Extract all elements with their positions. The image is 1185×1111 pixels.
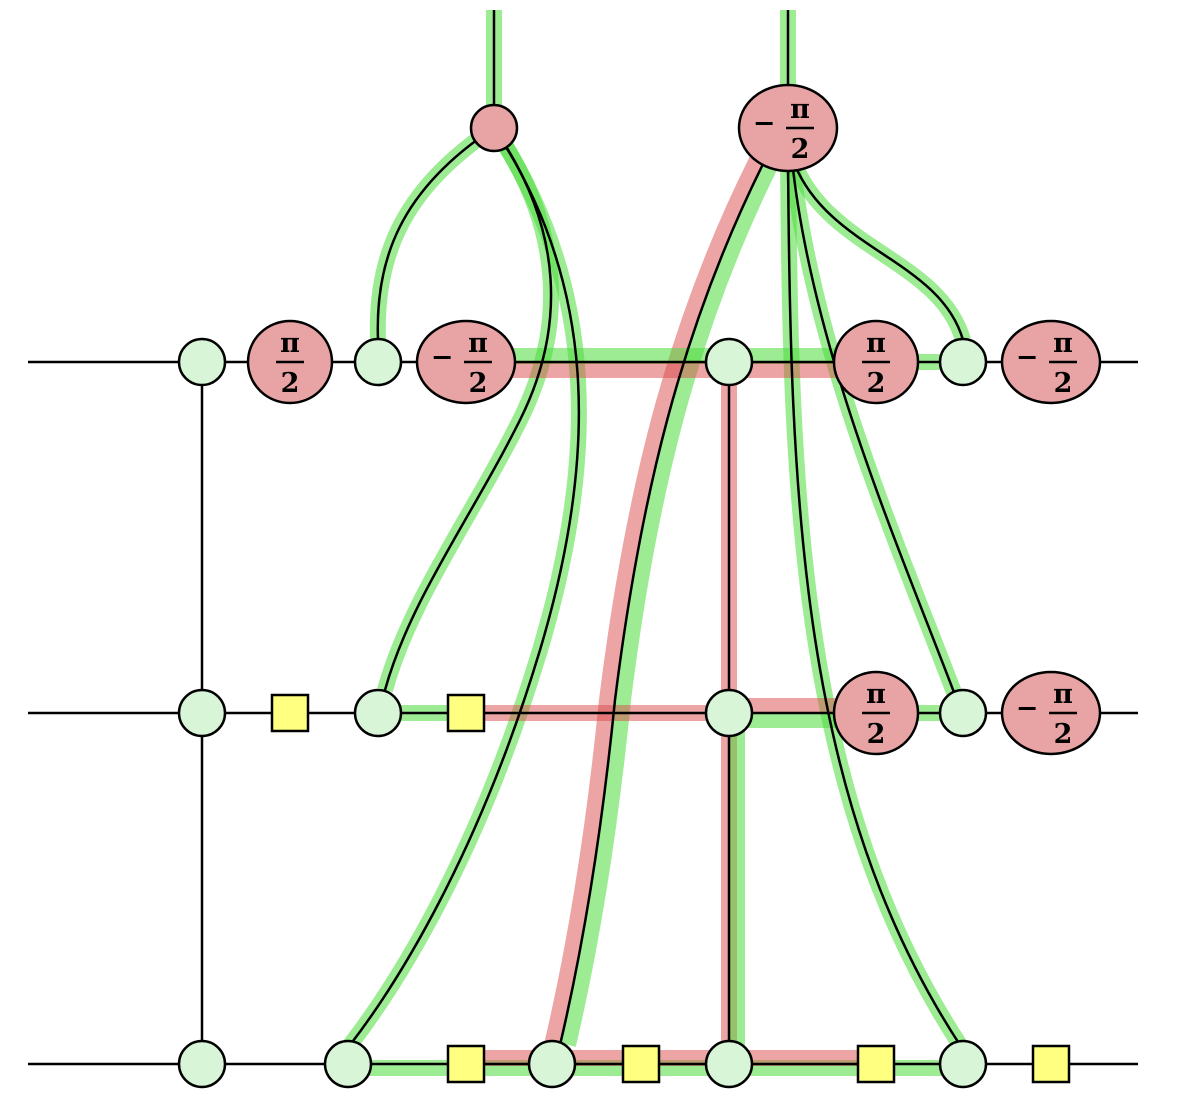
phase-numerator: π bbox=[280, 328, 300, 359]
phase-sign: − bbox=[1016, 693, 1039, 724]
phase-denominator: 2 bbox=[867, 719, 886, 750]
hadamard-box[interactable] bbox=[446, 1044, 486, 1084]
phase-sign: − bbox=[753, 108, 776, 139]
phase-sign: − bbox=[431, 342, 454, 373]
hadamard-boxes bbox=[270, 693, 1071, 1084]
phase-numerator: π bbox=[1053, 679, 1073, 710]
x-spider-neg-half-pi[interactable]: − π 2 bbox=[1000, 319, 1102, 405]
x-spider-half-pi[interactable]: π 2 bbox=[832, 319, 920, 405]
phase-denominator: 2 bbox=[867, 368, 886, 399]
x-spider[interactable] bbox=[469, 103, 519, 153]
hadamard-box[interactable] bbox=[270, 693, 310, 733]
x-spider-neg-half-pi[interactable]: − π 2 bbox=[1000, 670, 1102, 756]
z-spider[interactable] bbox=[323, 1039, 373, 1089]
x-spiders: − π 2 π 2 − π 2 π 2 − π bbox=[246, 83, 1102, 756]
phase-numerator: π bbox=[1053, 328, 1073, 359]
z-spider[interactable] bbox=[177, 1039, 227, 1089]
z-spider[interactable] bbox=[527, 1039, 577, 1089]
hadamard-box[interactable] bbox=[621, 1044, 661, 1084]
z-spider[interactable] bbox=[353, 688, 403, 738]
x-spider-half-pi[interactable]: π 2 bbox=[832, 670, 920, 756]
z-spider[interactable] bbox=[177, 688, 227, 738]
z-spider[interactable] bbox=[704, 1039, 754, 1089]
z-spider[interactable] bbox=[704, 688, 754, 738]
phase-denominator: 2 bbox=[791, 134, 810, 165]
phase-denominator: 2 bbox=[281, 368, 300, 399]
phase-numerator: π bbox=[468, 328, 488, 359]
z-spider[interactable] bbox=[938, 337, 988, 387]
x-spider-neg-half-pi[interactable]: − π 2 bbox=[415, 319, 517, 405]
z-spider[interactable] bbox=[704, 337, 754, 387]
phase-denominator: 2 bbox=[1054, 719, 1073, 750]
x-spider-half-pi[interactable]: π 2 bbox=[246, 319, 334, 405]
hadamard-box[interactable] bbox=[1031, 1044, 1071, 1084]
phase-denominator: 2 bbox=[469, 368, 488, 399]
z-spider[interactable] bbox=[353, 337, 403, 387]
hadamard-box[interactable] bbox=[856, 1044, 896, 1084]
phase-denominator: 2 bbox=[1054, 368, 1073, 399]
z-spider[interactable] bbox=[938, 1039, 988, 1089]
phase-sign: − bbox=[1016, 342, 1039, 373]
z-spiders bbox=[177, 337, 988, 1089]
z-spider[interactable] bbox=[938, 688, 988, 738]
phase-numerator: π bbox=[866, 679, 886, 710]
hadamard-box[interactable] bbox=[446, 693, 486, 733]
x-spider-neg-half-pi[interactable]: − π 2 bbox=[737, 83, 839, 173]
phase-numerator: π bbox=[790, 94, 810, 125]
z-spider[interactable] bbox=[177, 337, 227, 387]
highlights bbox=[343, 10, 971, 1076]
phase-numerator: π bbox=[866, 328, 886, 359]
